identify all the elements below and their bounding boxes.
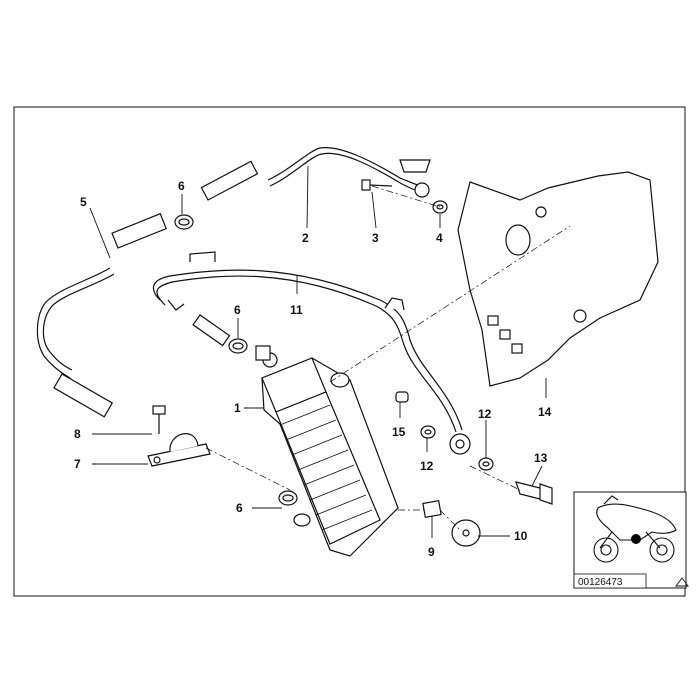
part-12-seal-ring-upper bbox=[420, 425, 436, 439]
callout-6-middle: 6 bbox=[234, 303, 241, 317]
part-15-plug bbox=[395, 391, 409, 403]
part-3-bolt bbox=[361, 179, 393, 191]
callout-7: 7 bbox=[74, 457, 81, 471]
warning-triangle-icon bbox=[675, 577, 689, 587]
part-6-hose-clamp-middle bbox=[228, 338, 248, 354]
part-8-screw bbox=[152, 405, 166, 434]
part-12-seal-ring-lower bbox=[478, 457, 494, 471]
leader-lines bbox=[89, 165, 547, 538]
callout-15: 15 bbox=[392, 425, 406, 439]
location-marker bbox=[631, 534, 641, 544]
part-6-hose-clamp-lower bbox=[278, 490, 298, 506]
part-11-oil-hose bbox=[152, 251, 471, 455]
callout-11: 11 bbox=[290, 303, 303, 317]
reference-lines bbox=[205, 185, 571, 531]
callout-1: 1 bbox=[234, 401, 241, 415]
part-10-washer bbox=[451, 519, 481, 547]
part-9-nut bbox=[422, 500, 442, 518]
callout-13: 13 bbox=[534, 451, 548, 465]
callout-12-upper: 12 bbox=[478, 407, 492, 421]
part-14-cover bbox=[457, 171, 659, 387]
part-5-oil-pipe bbox=[36, 212, 167, 418]
callout-4: 4 bbox=[436, 231, 443, 245]
callout-3: 3 bbox=[372, 231, 379, 245]
callout-10: 10 bbox=[514, 529, 528, 543]
callout-labels: 1 2 3 4 5 6 6 6 7 8 9 10 11 12 12 13 14 … bbox=[74, 179, 552, 559]
part-2-oil-pipe bbox=[200, 147, 431, 201]
part-7-bracket-clamp bbox=[147, 433, 211, 467]
part-1-oil-cooler bbox=[255, 345, 399, 557]
callout-9: 9 bbox=[428, 545, 435, 559]
part-6-hose-clamp-upper bbox=[174, 214, 194, 230]
callout-5: 5 bbox=[80, 195, 87, 209]
part-13-banjo-bolt bbox=[515, 481, 553, 505]
reference-code: 00126473 bbox=[578, 577, 623, 588]
motorcycle-icon bbox=[593, 495, 677, 563]
callout-8: 8 bbox=[74, 427, 81, 441]
callout-6-lower: 6 bbox=[236, 501, 243, 515]
locator-inset: 00126473 bbox=[573, 491, 689, 589]
callout-6-upper: 6 bbox=[178, 179, 185, 193]
callout-2: 2 bbox=[302, 231, 309, 245]
diagram-frame bbox=[13, 106, 686, 597]
callout-14: 14 bbox=[538, 405, 552, 419]
callout-12-lower: 12 bbox=[420, 459, 434, 473]
